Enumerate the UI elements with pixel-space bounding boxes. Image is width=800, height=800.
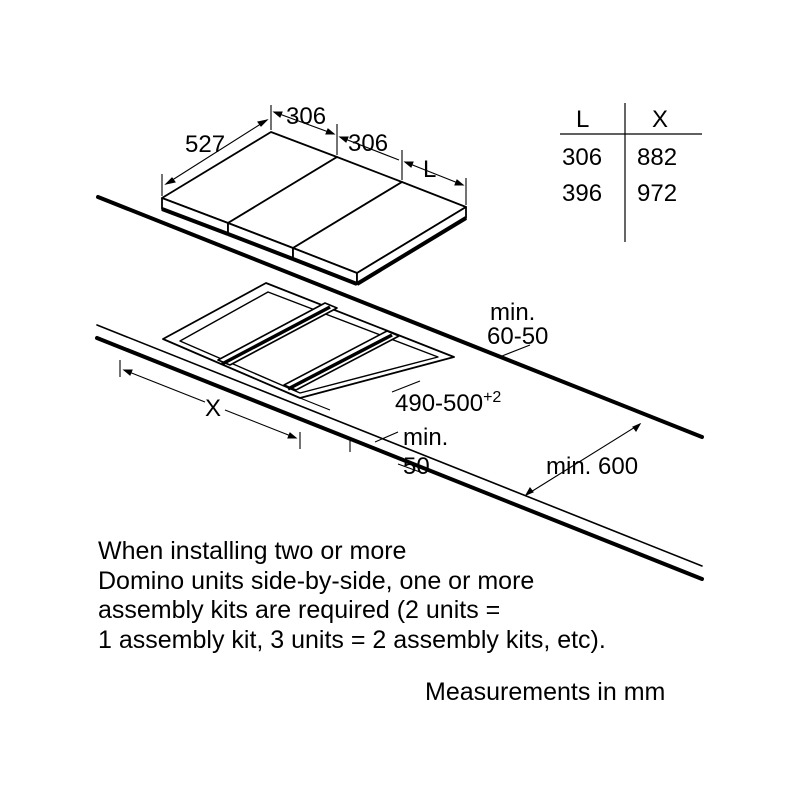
size-table-cell-r1-x: 882 [637, 144, 677, 171]
hob-dimension-lines [161, 105, 467, 205]
hob-unit-3 [292, 181, 468, 286]
cutout-inner [179, 291, 439, 394]
dim-label-front-clearance-min: min. [403, 424, 448, 451]
installation-note-line-4: 1 assembly kit, 3 units = 2 assembly kit… [98, 625, 606, 654]
installation-note-line-1: When installing two or more [98, 537, 407, 565]
worktop [95, 195, 704, 581]
size-table-cell-r2-x: 972 [637, 180, 677, 207]
dim-label-front-clearance-value: 50 [403, 453, 430, 480]
installation-note: When installing two or more Domino units… [98, 537, 778, 655]
size-table-cell-r1-l: 306 [562, 144, 602, 171]
dim-label-cutout-depth: 490-500+2 [395, 389, 501, 417]
worktop-front-edge-bottom [95, 336, 704, 581]
size-table-header-l: L [576, 106, 589, 133]
assembly-kit-bar-2 [283, 330, 400, 391]
worktop-front-edge-top [96, 324, 703, 567]
worktop-back-edge [96, 195, 704, 439]
installation-note-line-2: Domino units side-by-side, one or more [98, 566, 535, 595]
units-note: Measurements in mm [425, 678, 666, 706]
assembly-kit-bar-1 [217, 302, 338, 366]
cutout-depth-value: 490-500 [395, 390, 483, 417]
dim-label-back-clearance-value: 60-50 [487, 323, 548, 350]
dim-label-width-second: 306 [348, 130, 388, 157]
dim-label-width-last: L [423, 156, 436, 183]
hob-unit-2 [227, 156, 403, 261]
dim-label-width-first: 306 [286, 103, 326, 130]
dim-label-worktop-depth: min. 600 [546, 453, 638, 480]
size-table: L X 306 882 396 972 [560, 103, 702, 242]
dim-label-depth: 527 [185, 131, 225, 158]
installation-note-line-3: assembly kits are required (2 units = [98, 596, 501, 624]
dim-label-back-clearance-min: min. [490, 299, 535, 326]
worktop-cutout [162, 282, 455, 399]
cutout-outer [162, 282, 455, 399]
size-table-header-x: X [652, 106, 668, 133]
size-table-cell-r2-l: 396 [562, 180, 602, 207]
dim-label-cutout-width: X [205, 395, 221, 422]
hob-units [161, 131, 468, 286]
cutout-dimension-lines [119, 344, 642, 497]
cutout-depth-tolerance: +2 [483, 389, 501, 406]
